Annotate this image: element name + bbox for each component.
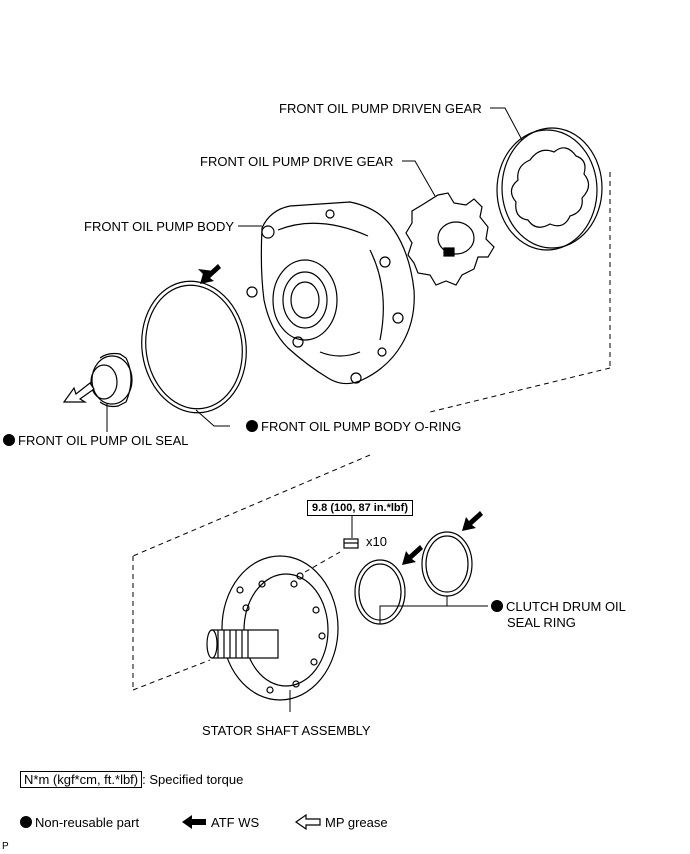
non-reusable-dot-icon <box>246 420 258 432</box>
driven-gear-drawing <box>496 127 603 251</box>
atf-arrows <box>198 264 483 565</box>
legend-non-reusable: Non-reusable part <box>20 815 139 830</box>
legend-grease-arrow <box>294 813 321 831</box>
legend-torque: N*m (kgf*cm, ft.*lbf): Specified torque <box>20 771 244 788</box>
legend-grease: MP grease <box>325 815 388 830</box>
legend-torque-unit: N*m (kgf*cm, ft.*lbf) <box>20 771 143 788</box>
label-pump-body: FRONT OIL PUMP BODY <box>84 219 235 234</box>
non-reusable-dot-icon <box>20 816 32 828</box>
assembly-dashed-lines <box>132 172 611 691</box>
label-oil-seal: FRONT OIL PUMP OIL SEAL <box>3 433 189 448</box>
pump-body-drawing <box>246 201 415 385</box>
leader-lines <box>106 107 523 712</box>
corner-mark: P <box>2 841 9 852</box>
legend-torque-desc: : Specified torque <box>142 772 244 787</box>
label-driven-gear: FRONT OIL PUMP DRIVEN GEAR <box>279 101 482 116</box>
label-clutch-seal-ring-line2: SEAL RING <box>507 615 576 630</box>
grease-arrow <box>62 382 95 403</box>
oil-seal-drawing <box>90 352 133 408</box>
label-drive-gear: FRONT OIL PUMP DRIVE GEAR <box>200 154 394 169</box>
bolt-quantity: x10 <box>366 534 387 549</box>
legend-atf: ATF WS <box>211 815 260 830</box>
torque-spec-box: 9.8 (100, 87 in.*lbf) <box>307 500 413 516</box>
label-stator-shaft: STATOR SHAFT ASSEMBLY <box>202 723 371 738</box>
o-ring-drawing <box>141 280 247 414</box>
non-reusable-dot-icon <box>3 434 15 446</box>
non-reusable-dot-icon <box>491 600 503 612</box>
bolt-drawing <box>343 538 359 549</box>
stator-shaft-drawing <box>206 555 339 701</box>
seal-ring-right-drawing <box>421 531 473 597</box>
legend-atf-arrow <box>182 815 206 829</box>
drive-gear-drawing <box>405 192 495 286</box>
label-clutch-seal-ring: CLUTCH DRUM OIL <box>491 599 626 614</box>
label-body-oring: FRONT OIL PUMP BODY O-RING <box>246 419 461 434</box>
